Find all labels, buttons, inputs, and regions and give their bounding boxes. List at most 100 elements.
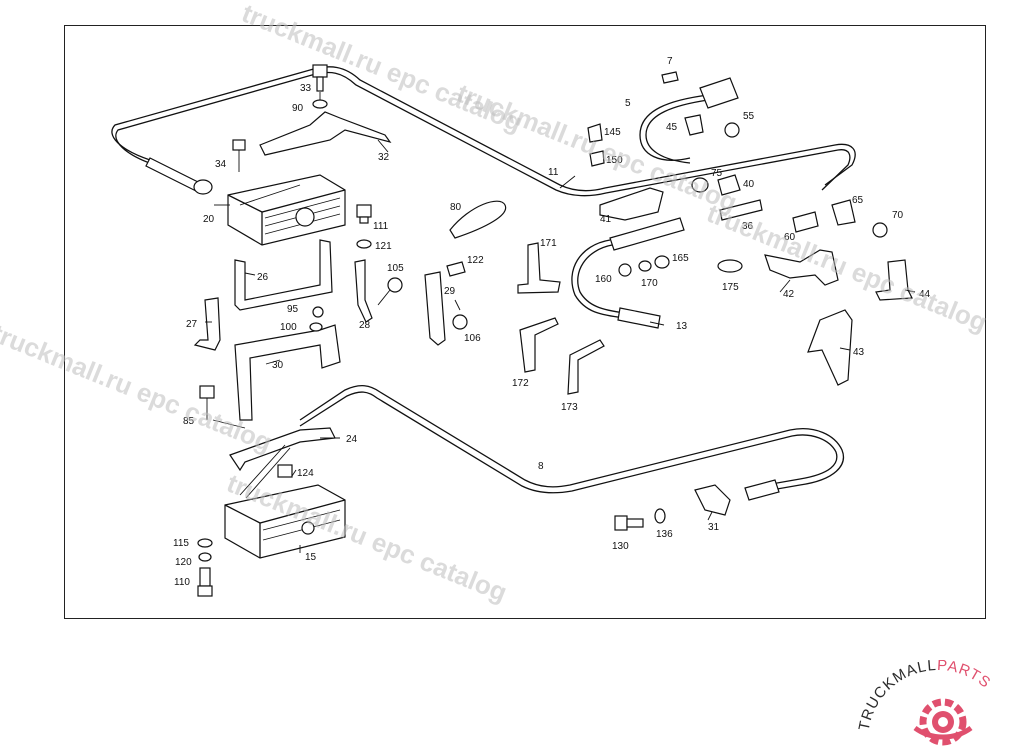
callout-145: 145 [604, 127, 621, 138]
nut-75 [691, 177, 709, 193]
bolt-130 [614, 515, 644, 531]
bracket-44 [875, 259, 913, 301]
callout-27: 27 [186, 319, 198, 330]
callout-136: 136 [656, 529, 673, 540]
control-module-20 [227, 174, 346, 246]
callout-106: 106 [464, 333, 481, 344]
callout-100: 100 [280, 322, 297, 333]
screw-105 [377, 277, 403, 306]
sensor-13 [617, 307, 661, 329]
nut-165 [654, 255, 670, 269]
bracket-41 [599, 187, 664, 221]
cable-end-20 [145, 157, 201, 192]
screw-34 [232, 139, 246, 168]
callout-165: 165 [672, 253, 689, 264]
diagram-frame [64, 25, 986, 619]
washer-90 [312, 99, 328, 109]
callout-26: 26 [257, 272, 269, 283]
callout-36: 36 [742, 221, 754, 232]
bolt-110 [197, 567, 213, 597]
clip-145 [587, 123, 603, 143]
callout-7: 7 [667, 56, 673, 67]
callout-43: 43 [853, 347, 865, 358]
clip-65 [831, 199, 856, 226]
callout-41: 41 [600, 214, 612, 225]
callout-30: 30 [272, 360, 284, 371]
switch-31 [694, 484, 731, 516]
bolt-33 [312, 64, 328, 92]
bracket-24 [229, 427, 336, 472]
callout-34: 34 [215, 159, 227, 170]
bracket-43 [807, 309, 853, 386]
callout-5: 5 [625, 98, 631, 109]
callout-60: 60 [784, 232, 796, 243]
callout-42: 42 [783, 289, 795, 300]
clip-150 [589, 150, 605, 167]
callout-121: 121 [375, 241, 392, 252]
clip-45 [684, 114, 704, 136]
callout-20: 20 [203, 214, 215, 225]
washer-121 [356, 239, 372, 249]
screw-70 [872, 222, 888, 238]
callout-110: 110 [174, 577, 190, 588]
bracket-171 [517, 242, 561, 294]
connector-5 [699, 77, 739, 109]
leader-lines [205, 92, 916, 553]
callout-85: 85 [183, 416, 195, 427]
callout-40: 40 [743, 179, 755, 190]
bracket-29 [424, 271, 446, 346]
bracket-42 [764, 249, 839, 286]
clip-60 [792, 211, 819, 233]
watermark: truckmall.ru epc catalog [0, 318, 276, 458]
callout-105: 105 [387, 263, 404, 274]
bracket-26 [234, 239, 333, 311]
callout-80: 80 [450, 202, 462, 213]
nut-95 [312, 306, 324, 318]
callout-13: 13 [676, 321, 688, 332]
cable-11 [111, 66, 856, 192]
callout-44: 44 [919, 289, 931, 300]
bracket-173 [567, 339, 605, 395]
callout-55: 55 [743, 111, 755, 122]
bracket-32 [259, 111, 392, 156]
washer-136 [654, 508, 666, 524]
screw-106 [452, 299, 468, 330]
callout-120: 120 [175, 557, 192, 568]
callout-111: 111 [373, 221, 389, 232]
washer-115 [197, 538, 213, 548]
callout-45: 45 [666, 122, 678, 133]
truckmall-parts-logo: TRUCKMALLPARTS [858, 660, 994, 746]
clamp-80 [449, 200, 507, 239]
cable-13 [571, 239, 626, 319]
bracket-27 [193, 297, 221, 351]
callout-150: 150 [606, 155, 623, 166]
callout-11: 11 [548, 167, 559, 178]
callout-90: 90 [292, 103, 304, 114]
callout-75: 75 [711, 168, 723, 179]
callout-172: 172 [512, 378, 529, 389]
bolt-124 [277, 464, 293, 478]
bolt-111 [356, 204, 372, 224]
cable-8 [299, 385, 844, 493]
callout-28: 28 [359, 320, 371, 331]
screw-160 [618, 263, 632, 277]
callout-95: 95 [287, 304, 299, 315]
valve-36 [719, 199, 763, 221]
bracket-28 [354, 259, 373, 323]
callout-175: 175 [722, 282, 739, 293]
callout-160: 160 [595, 274, 612, 285]
washer-120 [198, 552, 212, 562]
callout-130: 130 [612, 541, 629, 552]
control-module-15 [224, 484, 346, 559]
washer-100 [309, 322, 323, 332]
watermark: truckmall.ru epc catalog [453, 78, 742, 218]
callout-8: 8 [538, 461, 544, 472]
connector-36 [609, 217, 685, 251]
callout-32: 32 [378, 152, 390, 163]
gear-icon [913, 698, 973, 746]
callout-70: 70 [892, 210, 904, 221]
logo-text-parts: PARTS [937, 660, 994, 692]
clip-122 [446, 261, 466, 277]
callout-29: 29 [444, 286, 456, 297]
callout-170: 170 [641, 278, 658, 289]
